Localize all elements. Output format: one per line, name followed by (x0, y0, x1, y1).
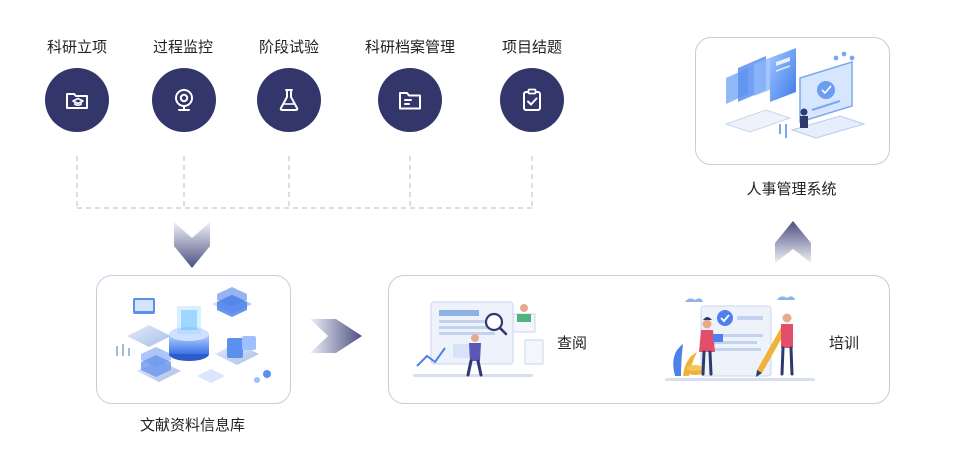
flask-icon (279, 89, 299, 111)
webcam-icon (175, 89, 193, 111)
hr-system-card[interactable] (695, 37, 890, 165)
right-arrow-icon (310, 319, 362, 353)
stage-node-process-monitoring[interactable] (152, 68, 216, 132)
folder-graduation-icon (66, 93, 88, 109)
stage-node-archive-management[interactable] (378, 68, 442, 132)
services-card: 查阅 培训 (388, 275, 890, 404)
service-label-training: 培训 (829, 334, 860, 352)
isometric-database-illustration (116, 287, 271, 383)
stage-node-project-closure[interactable] (500, 68, 564, 132)
library-caption: 文献资料信息库 (139, 416, 245, 434)
library-card[interactable] (96, 275, 291, 404)
up-arrow-icon (775, 221, 811, 263)
folder-icon (399, 92, 421, 110)
document-review-illustration[interactable] (413, 296, 545, 384)
training-illustration[interactable] (665, 290, 815, 386)
stage-label-archive-management: 科研档案管理 (364, 38, 455, 56)
service-label-review: 查阅 (557, 334, 588, 352)
clipboard-check-icon (523, 88, 541, 111)
stage-label-project-closure: 项目结题 (501, 38, 562, 56)
stage-label-stage-test: 阶段试验 (258, 38, 319, 56)
hr-system-dashboard-illustration (724, 48, 866, 139)
hr-system-caption: 人事管理系统 (746, 180, 837, 198)
stage-label-project-initiation: 科研立项 (46, 38, 107, 56)
stage-node-project-initiation[interactable] (45, 68, 109, 132)
stage-label-process-monitoring: 过程监控 (152, 38, 213, 56)
stage-node-stage-test[interactable] (257, 68, 321, 132)
down-arrow-icon (174, 222, 210, 268)
